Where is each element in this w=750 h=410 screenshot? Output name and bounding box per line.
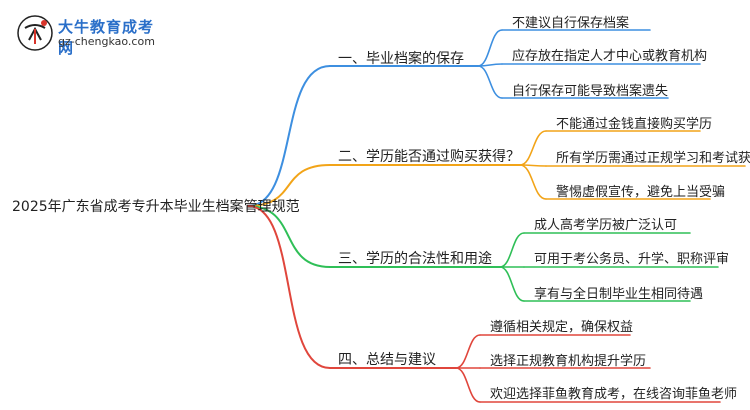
branch-1-connector bbox=[247, 65, 331, 207]
branch-4-leaf-1-connector bbox=[455, 334, 481, 369]
branch-1-leaf-3: 自行保存可能导致档案遗失 bbox=[512, 84, 669, 99]
branch-2-leaf-2: 所有学历需通过正规学习和考试获得 bbox=[556, 151, 750, 166]
branch-2-leaf-1: 不能通过金钱直接购买学历 bbox=[556, 117, 713, 132]
branch-3-leaf-2: 可用于考公务员、升学、职称评审 bbox=[534, 252, 730, 267]
brand-name: 大牛教育成考网 bbox=[58, 18, 155, 57]
branch-1: 一、毕业档案的保存 bbox=[338, 51, 464, 67]
branch-3-connector bbox=[247, 205, 331, 268]
branch-2-connector bbox=[247, 164, 331, 207]
branch-2-leaf-3: 警惕虚假宣传，避免上当受骗 bbox=[556, 185, 726, 200]
daniu-logo-icon bbox=[17, 15, 53, 51]
branch-3-leaf-3-connector bbox=[499, 266, 525, 302]
branch-4-leaf-3-connector bbox=[455, 367, 481, 403]
branch-1-leaf-2: 应存放在指定人才中心或教育机构 bbox=[512, 49, 708, 64]
root-topic: 2025年广东省成考专升本毕业生档案管理规范 bbox=[12, 199, 300, 215]
branch-3-leaf-1: 成人高考学历被广泛认可 bbox=[534, 218, 678, 233]
branch-4-leaf-2: 选择正规教育机构提升学历 bbox=[490, 354, 647, 369]
branch-4-leaf-3: 欢迎选择菲鱼教育成考，在线咨询菲鱼老师 bbox=[490, 387, 738, 402]
branch-3-leaf-1-connector bbox=[499, 232, 525, 268]
branch-3-leaf-3: 享有与全日制毕业生相同待遇 bbox=[534, 287, 704, 302]
brand-logo: 大牛教育成考网 gz-chengkao.com bbox=[16, 14, 166, 57]
branch-4-leaf-1: 遵循相关规定，确保权益 bbox=[490, 320, 634, 335]
brand-url: gz-chengkao.com bbox=[58, 35, 155, 48]
branch-4: 四、总结与建议 bbox=[338, 352, 436, 368]
branch-4-connector bbox=[247, 205, 331, 369]
branch-3: 三、学历的合法性和用途 bbox=[338, 251, 492, 267]
branch-1-leaf-3-connector bbox=[477, 65, 503, 99]
branch-1-leaf-1-connector bbox=[477, 29, 503, 67]
branch-2: 二、学历能否通过购买获得？ bbox=[338, 149, 520, 165]
branch-1-leaf-1: 不建议自行保存档案 bbox=[512, 16, 630, 31]
branch-2-leaf-1-connector bbox=[519, 130, 547, 166]
branch-2-leaf-3-connector bbox=[519, 164, 547, 200]
